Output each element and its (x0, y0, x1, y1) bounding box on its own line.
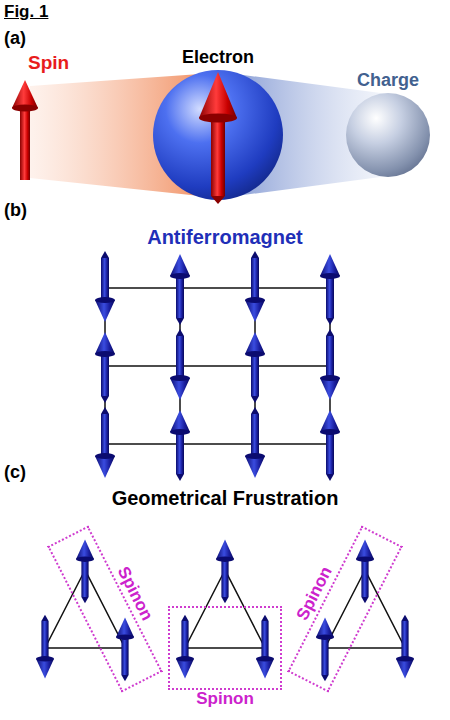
spin-down (245, 407, 265, 478)
spin-up (356, 539, 374, 603)
panel-letter: (c) (4, 462, 26, 483)
lattice-line (105, 365, 330, 367)
spinon-box: Spinon (47, 525, 162, 692)
lattice-line (105, 443, 330, 445)
spin-down (170, 329, 190, 400)
spin-arrow-shaft (20, 104, 30, 180)
spin-down (95, 407, 115, 478)
spin-up (245, 332, 265, 403)
spin-up (116, 617, 134, 681)
sphere (153, 70, 283, 200)
spin-down (245, 251, 265, 322)
section-heading: Geometrical Frustration (0, 487, 450, 510)
section-heading: Antiferromagnet (0, 226, 450, 249)
figure-title: Fig. 1 (4, 2, 48, 22)
sphere-label: Charge (357, 70, 419, 91)
spin-up (216, 539, 234, 603)
spinon-label: Spinon (113, 564, 157, 624)
sphere-outline (153, 70, 283, 200)
panel-letter: (a) (4, 28, 26, 49)
sphere-label: Electron (182, 47, 254, 68)
spin-down (95, 251, 115, 322)
spinon-box: Spinon (168, 606, 282, 690)
spin-up (170, 410, 190, 481)
spin-arrow-head (12, 80, 38, 108)
spin-up (95, 332, 115, 403)
spin-up (320, 410, 340, 481)
spin-label: Spin (28, 52, 69, 74)
electron-spin-head (199, 72, 237, 118)
spinon-box: Spinon (287, 525, 402, 692)
electron-spin-head-base (199, 114, 237, 123)
sphere-outline (346, 93, 430, 177)
electron-spin-tail (211, 196, 225, 204)
sphere (346, 93, 430, 177)
panel-letter: (b) (4, 200, 27, 221)
spin-up (170, 254, 190, 325)
spin-down (320, 329, 340, 400)
spin-down (36, 615, 54, 679)
spin-up (316, 617, 334, 681)
electron-spin-shaft (211, 114, 225, 196)
lattice-lines (105, 288, 330, 444)
lattice-line (105, 287, 330, 289)
spin-up (320, 254, 340, 325)
spin-down (176, 615, 194, 679)
spin-arrow-head-base (12, 105, 38, 112)
spin-down (396, 615, 414, 679)
spin-up (76, 539, 94, 603)
spin-down (256, 615, 274, 679)
charge-sphere: Charge (346, 93, 430, 177)
spinon-label: Spinon (196, 689, 254, 709)
electron-sphere: Electron (153, 70, 283, 200)
spinon-label: Spinon (293, 564, 337, 624)
